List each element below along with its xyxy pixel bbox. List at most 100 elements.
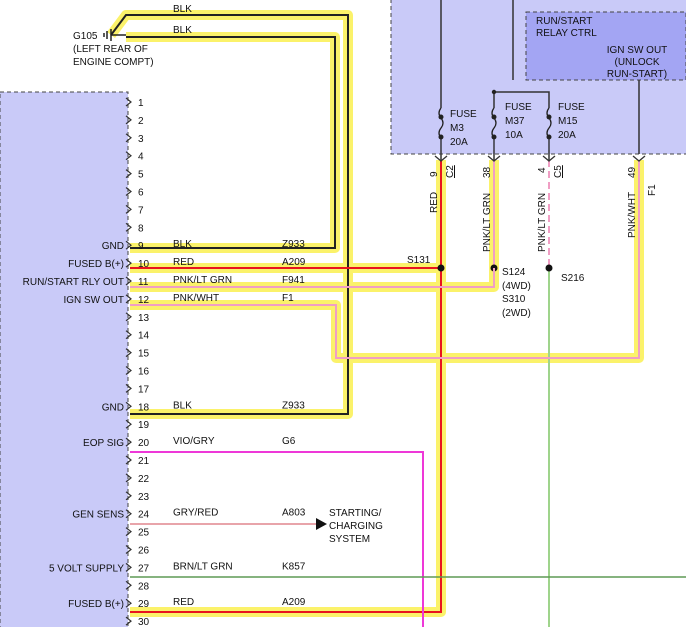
junction-internal-lines — [440, 0, 640, 160]
junction-pin-number: 4 — [537, 167, 548, 173]
pin-number: 27 — [138, 563, 150, 574]
pin-number: 3 — [138, 134, 144, 145]
fuse-icons — [438, 107, 552, 150]
junction-pin-color: PNK/LT GRN — [537, 193, 548, 252]
pin-chevron-icon — [125, 330, 132, 340]
pin-number: 9 — [138, 241, 144, 252]
pin-number: 6 — [138, 188, 144, 199]
fuse-label: M37 — [505, 116, 525, 127]
fuse-label: 20A — [450, 137, 468, 148]
pin-chevron-icon — [125, 580, 132, 590]
splice-label: (2WD) — [502, 308, 531, 319]
junction-pin-color: RED — [429, 192, 440, 213]
wire-red — [130, 160, 442, 613]
pin-number: 16 — [138, 367, 150, 378]
charging-system-label: SYSTEM — [329, 534, 370, 545]
pin-number: 13 — [138, 313, 150, 324]
pin-chevron-icon — [125, 419, 132, 429]
relay-box — [525, 11, 686, 81]
pin-chevron-icon — [125, 401, 132, 411]
pin-chevron-icon — [125, 133, 132, 143]
pin-chevron-icon — [125, 383, 132, 393]
pin-circuit-id: Z933 — [282, 239, 305, 250]
pin-chevron-icon — [125, 187, 132, 196]
pin-chevron-icon — [125, 240, 132, 250]
pin-number: 15 — [138, 349, 150, 360]
fuse-label: FUSE — [505, 102, 532, 113]
pin-function-label: 5 VOLT SUPPLY — [49, 563, 124, 574]
fuse-label: FUSE — [558, 102, 585, 113]
pin-number: 17 — [138, 384, 150, 395]
pin-chevron-icon — [125, 348, 132, 358]
pin-wire-color: BLK — [173, 239, 192, 250]
pin-chevrons-top — [434, 155, 646, 162]
pin-number: 21 — [138, 456, 150, 467]
relay-title: RELAY CTRL — [536, 28, 597, 39]
pin-function-label: FUSED B(+) — [68, 259, 124, 270]
pin-chevron-icon — [125, 115, 132, 125]
pin-chevron-icon — [125, 491, 132, 501]
pin-chevron-icon — [125, 169, 132, 179]
pin-number: 5 — [138, 170, 144, 181]
pin-circuit-id: F941 — [282, 275, 305, 286]
pin-number: 23 — [138, 492, 150, 503]
pin-chevron-icon — [125, 437, 132, 447]
pin-circuit-id: A803 — [282, 508, 306, 519]
pin-number: 22 — [138, 474, 150, 485]
pin-chevron-icon — [125, 616, 132, 626]
pin-circuit-id: Z933 — [282, 400, 305, 411]
pin-circuit-id: A209 — [282, 597, 306, 608]
junction-pin-color: PNK/WHT — [627, 192, 638, 238]
pin-number: 30 — [138, 617, 150, 627]
pin-wire-color: RED — [173, 597, 194, 608]
pin-number: 1 — [138, 98, 144, 109]
junction-conn-id: C2 — [445, 165, 456, 178]
pin-function-label: IGN SW OUT — [63, 295, 124, 306]
pin-chevron-icon — [125, 366, 132, 375]
pin-circuit-id: A209 — [282, 257, 306, 268]
pin-number: 24 — [138, 510, 150, 521]
fuse-label: M3 — [450, 123, 464, 134]
pin-number: 20 — [138, 438, 150, 449]
pin-number: 28 — [138, 581, 150, 592]
relay-sub: IGN SW OUT — [607, 45, 668, 56]
fuse-terminal-dots — [438, 89, 552, 140]
ground-icon — [103, 29, 126, 41]
fuse-label: 20A — [558, 130, 576, 141]
pin-wire-color: BRN/LT GRN — [173, 561, 233, 572]
pin-wire-color: VIO/GRY — [173, 436, 215, 447]
charging-arrow-icon — [316, 518, 327, 530]
splice-label: S131 — [407, 255, 431, 266]
pin-chevron-icon — [125, 97, 132, 107]
pin-circuit-id: G6 — [282, 436, 296, 447]
pin-number: 19 — [138, 420, 150, 431]
pin-number: 11 — [138, 277, 149, 288]
junction-pin-number: 38 — [482, 166, 493, 178]
junction-pin-color: PNK/LT GRN — [482, 193, 493, 252]
pin-chevron-icon — [125, 545, 132, 554]
pin-number: 29 — [138, 599, 150, 610]
top-wire-label: BLK — [173, 25, 192, 36]
pin-chevron-icon — [125, 294, 132, 304]
pin-number: 26 — [138, 546, 150, 557]
pin-circuit-id: K857 — [282, 561, 306, 572]
ground-location: (LEFT REAR OF — [73, 44, 148, 55]
pin-function-label: EOP SIG — [83, 438, 124, 449]
splice-label: S124 — [502, 267, 526, 278]
junction-conn-id: F1 — [647, 184, 658, 196]
splice-label: S216 — [561, 273, 585, 284]
pin-number: 8 — [138, 223, 144, 234]
top-wire-label: BLK — [173, 4, 192, 15]
pin-function-label: RUN/START RLY OUT — [23, 277, 124, 288]
junction-pin-number: 49 — [627, 166, 638, 178]
fuse-label: M15 — [558, 116, 578, 127]
relay-title: RUN/START — [536, 16, 592, 27]
junction-pin-number: 9 — [429, 171, 440, 177]
splice-label: (4WD) — [502, 281, 531, 292]
pin-number: 4 — [138, 152, 144, 163]
pin-chevron-icon — [125, 312, 132, 322]
pin-chevron-icon — [125, 455, 132, 465]
splice-s131 — [437, 264, 445, 272]
pin-chevron-icon — [125, 473, 132, 483]
